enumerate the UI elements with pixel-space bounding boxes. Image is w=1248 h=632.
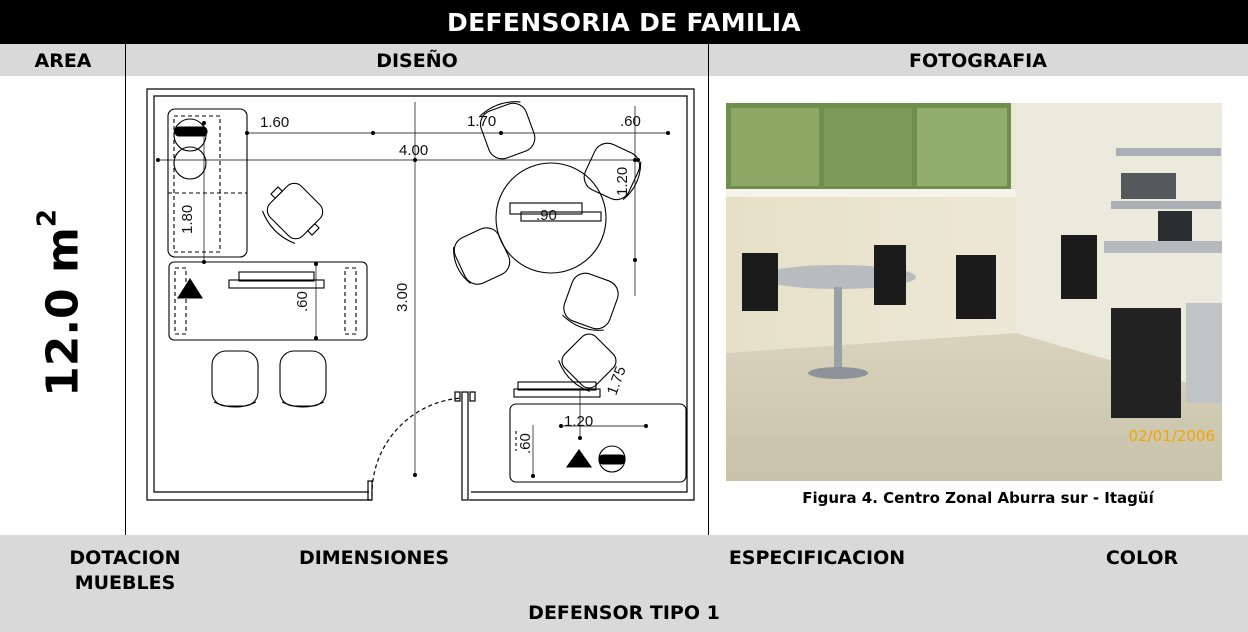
table-chair-top — [479, 102, 536, 160]
desk-chair-back — [261, 210, 296, 245]
plan-outer-wall — [146, 88, 695, 501]
footer-col3: ESPECIFICACION — [728, 547, 906, 569]
dim-label-12: .60 — [517, 433, 534, 454]
dim-label-11: 1.20 — [564, 413, 593, 430]
desk2-chair-back — [558, 360, 590, 392]
design-column-header: DISEÑO — [376, 50, 458, 72]
visitor-chair-2-back — [281, 401, 325, 408]
visitor-chair-2 — [279, 350, 327, 407]
photo-window-pane-2 — [824, 108, 912, 186]
photo-chair-2 — [874, 245, 906, 305]
footer-col1-line1: DOTACION — [69, 547, 181, 569]
round-table-center-2 — [520, 211, 602, 222]
door-swing-arc — [371, 397, 463, 497]
desk2-keyboard — [517, 381, 597, 391]
dim-label-6: .90 — [536, 207, 557, 224]
area-exponent: 2 — [32, 209, 63, 228]
dim-label-10: 1.75 — [604, 364, 630, 397]
desk-keyboard — [238, 271, 315, 282]
table-chair-right — [583, 142, 641, 201]
page-title: DEFENSORIA DE FAMILIA — [0, 0, 1248, 44]
column-header-row: AREA DISEÑO FOTOGRAFIA — [0, 44, 1248, 76]
photo-table-base — [808, 367, 868, 379]
door-jamb-left — [367, 480, 373, 501]
desk2-keyboard-shadow — [513, 388, 601, 398]
dim-label-5: 1.20 — [614, 167, 631, 196]
office-photo: 02/01/2006 — [726, 103, 1222, 481]
table-chair-left — [453, 227, 511, 285]
footer-subtitle: DEFENSOR TIPO 1 — [528, 602, 720, 624]
table-chair-bottom — [563, 272, 619, 330]
dim-label-3: .60 — [620, 113, 641, 130]
table-chair-bottom-back — [562, 314, 604, 331]
footer-section: DOTACION MUEBLES DIMENSIONES ESPECIFICAC… — [0, 535, 1248, 632]
table-chair-left-back — [453, 247, 471, 284]
footer-col4: COLOR — [1105, 547, 1179, 569]
area-column-header: AREA — [34, 50, 92, 72]
photo-column-header: FOTOGRAFIA — [909, 50, 1047, 72]
dim-label-9: 3.00 — [394, 283, 411, 312]
photo-chair-3 — [956, 255, 996, 319]
dim-label-7: 1.80 — [179, 205, 196, 234]
photo-chair-4 — [1061, 235, 1097, 299]
column-divider-2 — [708, 44, 709, 535]
photo-window-pane-3 — [917, 108, 1007, 186]
desk-drawer-left — [174, 267, 187, 335]
door-handle-right — [469, 391, 476, 402]
cabinet-outline — [167, 108, 248, 258]
phone-symbol-2 — [598, 454, 626, 465]
visitor-chair-1 — [211, 350, 259, 407]
dim-label-4: 4.00 — [399, 142, 428, 159]
photo-caption: Figura 4. Centro Zonal Aburra sur - Itag… — [802, 489, 1154, 507]
photo-printer — [1121, 173, 1176, 199]
round-table — [495, 162, 607, 274]
dim-label-1: 1.60 — [260, 114, 289, 131]
dim-label-8: .60 — [294, 291, 311, 312]
phone-symbol — [174, 126, 208, 137]
footer-col1-line2: MUEBLES — [74, 572, 176, 594]
footer-col2: DIMENSIONES — [298, 547, 450, 569]
door-leaf — [461, 391, 469, 501]
desk2-chair — [561, 333, 617, 389]
dim-label-2: 1.70 — [467, 113, 496, 130]
floor-plan: 1.60 1.70 .60 4.00 1.20 .90 1.80 .60 3.0… — [146, 88, 695, 501]
desk-chair-arm-left — [270, 186, 284, 200]
desk-keyboard-shadow — [228, 279, 325, 289]
photo-shelf-1 — [1116, 148, 1221, 156]
photo-shelf-2 — [1111, 201, 1221, 209]
visitor-chair-1-back — [213, 401, 257, 408]
desk-chair-seat — [266, 182, 324, 240]
photo-computer-desk — [1104, 241, 1222, 253]
desk2-outline — [509, 403, 687, 483]
photo-date-stamp: 02/01/2006 — [1129, 427, 1215, 445]
round-table-center-1 — [509, 202, 583, 215]
photo-table-leg — [834, 287, 842, 369]
desk-drawer-right — [344, 267, 357, 335]
photo-window-sill — [726, 189, 1016, 197]
photo-side-desk — [1186, 303, 1222, 403]
cabinet-lamp-2 — [173, 146, 207, 180]
table-chair-right-back — [622, 161, 642, 201]
photo-window-pane-1 — [731, 108, 819, 186]
plan-inner-wall — [153, 95, 688, 493]
cabinet-inner — [173, 115, 221, 253]
photo-chair-5 — [1111, 308, 1181, 418]
column-divider-1 — [125, 44, 126, 535]
warning-triangle-1 — [177, 277, 203, 299]
desk-outline — [168, 261, 368, 341]
desk-chair-arm-right — [306, 222, 320, 236]
warning-triangle-2 — [565, 449, 593, 468]
door-handle-left — [454, 391, 461, 402]
photo-chair-1 — [742, 253, 778, 311]
area-number: 12.0 m — [37, 227, 89, 397]
area-value: 12.0 m2 — [33, 209, 89, 397]
table-chair-top-back — [478, 101, 521, 118]
